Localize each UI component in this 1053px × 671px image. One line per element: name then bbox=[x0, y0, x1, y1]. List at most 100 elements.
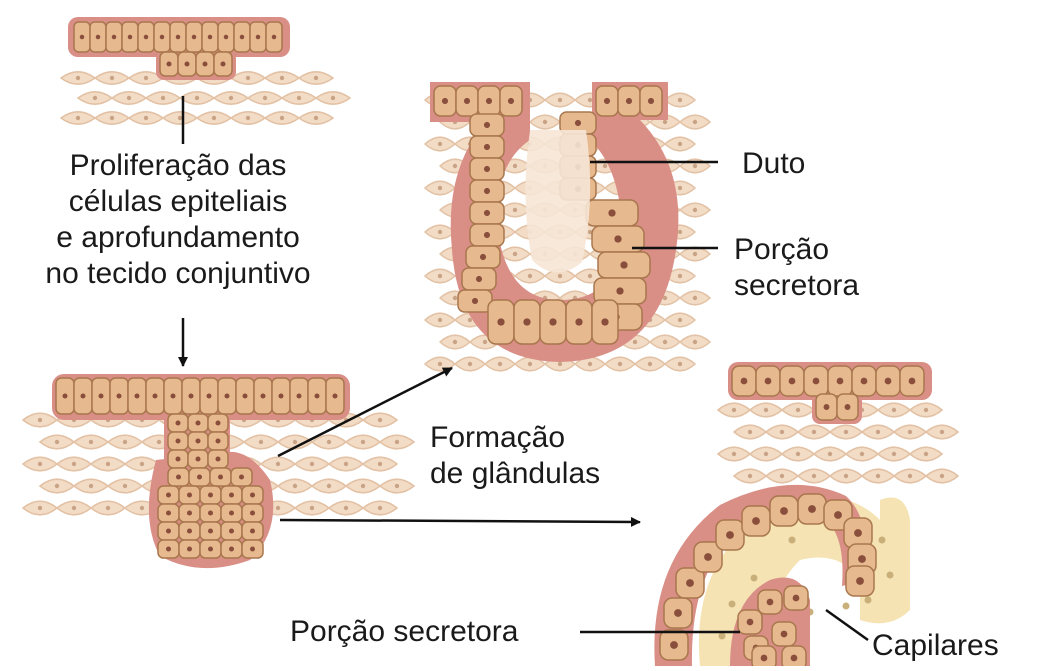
connective-nucleus bbox=[892, 408, 896, 412]
cell-nucleus bbox=[166, 546, 171, 551]
secretory-top-line-1: Porção bbox=[734, 232, 859, 268]
connective-nucleus bbox=[110, 116, 114, 120]
proliferation-label: Proliferação das células epiteliais e ap… bbox=[18, 148, 338, 292]
cell-nucleus bbox=[250, 528, 255, 533]
capillary-dot bbox=[887, 572, 894, 579]
connective-nucleus bbox=[297, 96, 301, 100]
connective-nucleus bbox=[663, 120, 667, 124]
cell-nucleus bbox=[208, 35, 212, 39]
connective-nucleus bbox=[123, 484, 127, 488]
connective-nucleus bbox=[276, 462, 280, 466]
cell-nucleus bbox=[215, 420, 220, 425]
connective-nucleus bbox=[314, 116, 318, 120]
cell-nucleus bbox=[220, 61, 225, 66]
connective-nucleus bbox=[438, 142, 442, 146]
cell-nucleus bbox=[854, 529, 862, 537]
cell-nucleus bbox=[229, 546, 234, 551]
connective-nucleus bbox=[72, 462, 76, 466]
connective-nucleus bbox=[648, 362, 652, 366]
connective-nucleus bbox=[453, 164, 457, 168]
cell-nucleus bbox=[144, 35, 148, 39]
cell-nucleus bbox=[166, 61, 171, 66]
connective-nucleus bbox=[764, 408, 768, 412]
connective-nucleus bbox=[678, 142, 682, 146]
cell-nucleus bbox=[885, 378, 892, 385]
cell-nucleus bbox=[116, 393, 121, 398]
connective-nucleus bbox=[693, 340, 697, 344]
connective-nucleus bbox=[588, 98, 592, 102]
connective-nucleus bbox=[693, 296, 697, 300]
cell-nucleus bbox=[616, 287, 623, 294]
connective-nucleus bbox=[588, 362, 592, 366]
connective-nucleus bbox=[468, 362, 472, 366]
cell-nucleus bbox=[648, 98, 654, 104]
cell-nucleus bbox=[824, 404, 830, 410]
cell-nucleus bbox=[909, 378, 916, 385]
arrow-to-endocrine-gland bbox=[280, 520, 640, 522]
connective-nucleus bbox=[55, 440, 59, 444]
connective-nucleus bbox=[293, 440, 297, 444]
cell-nucleus bbox=[813, 378, 820, 385]
capillaries-label: Capilares bbox=[872, 628, 999, 664]
cell-nucleus bbox=[256, 35, 260, 39]
connective-nucleus bbox=[860, 452, 864, 456]
cell-nucleus bbox=[260, 393, 265, 398]
cell-nucleus bbox=[278, 393, 283, 398]
connective-nucleus bbox=[924, 408, 928, 412]
connective-nucleus bbox=[246, 116, 250, 120]
connective-nucleus bbox=[438, 362, 442, 366]
capillary-dot bbox=[729, 601, 736, 608]
cell-nucleus bbox=[96, 35, 100, 39]
cell-nucleus bbox=[781, 631, 788, 638]
connective-nucleus bbox=[310, 506, 314, 510]
connective-nucleus bbox=[498, 362, 502, 366]
connective-nucleus bbox=[588, 274, 592, 278]
capillary-dot bbox=[719, 633, 726, 640]
cell-nucleus bbox=[187, 492, 192, 497]
connective-nucleus bbox=[876, 474, 880, 478]
cell-nucleus bbox=[229, 492, 234, 497]
connective-nucleus bbox=[361, 484, 365, 488]
cell-nucleus bbox=[195, 420, 200, 425]
cell-nucleus bbox=[747, 619, 754, 626]
cell-nucleus bbox=[608, 209, 615, 216]
capillary-dot bbox=[751, 575, 758, 582]
cell-nucleus bbox=[861, 378, 868, 385]
connective-nucleus bbox=[395, 484, 399, 488]
connective-nucleus bbox=[732, 408, 736, 412]
connective-nucleus bbox=[144, 116, 148, 120]
cell-nucleus bbox=[112, 35, 116, 39]
connective-nucleus bbox=[483, 340, 487, 344]
connective-nucleus bbox=[693, 120, 697, 124]
connective-nucleus bbox=[161, 96, 165, 100]
connective-nucleus bbox=[157, 440, 161, 444]
cell-nucleus bbox=[856, 577, 864, 585]
connective-nucleus bbox=[127, 96, 131, 100]
connective-nucleus bbox=[378, 418, 382, 422]
connective-nucleus bbox=[678, 230, 682, 234]
cell-nucleus bbox=[808, 505, 816, 513]
proliferation-line-3: e aprofundamento bbox=[18, 220, 338, 256]
cell-nucleus bbox=[272, 35, 276, 39]
connective-nucleus bbox=[513, 208, 517, 212]
connective-nucleus bbox=[144, 76, 148, 80]
cell-nucleus bbox=[484, 144, 490, 150]
cell-nucleus bbox=[296, 393, 301, 398]
connective-nucleus bbox=[344, 462, 348, 466]
connective-nucleus bbox=[293, 484, 297, 488]
connective-nucleus bbox=[123, 440, 127, 444]
connective-nucleus bbox=[764, 452, 768, 456]
connective-nucleus bbox=[453, 340, 457, 344]
cell-nucleus bbox=[166, 528, 171, 533]
cell-nucleus bbox=[626, 98, 632, 104]
connective-nucleus bbox=[259, 440, 263, 444]
connective-nucleus bbox=[331, 96, 335, 100]
connective-nucleus bbox=[276, 506, 280, 510]
cell-nucleus bbox=[175, 438, 180, 443]
gland-formation-line-1: Formação bbox=[430, 420, 600, 456]
connective-nucleus bbox=[678, 98, 682, 102]
cell-nucleus bbox=[184, 61, 189, 66]
cell-nucleus bbox=[187, 528, 192, 533]
duct-label: Duto bbox=[742, 146, 805, 182]
